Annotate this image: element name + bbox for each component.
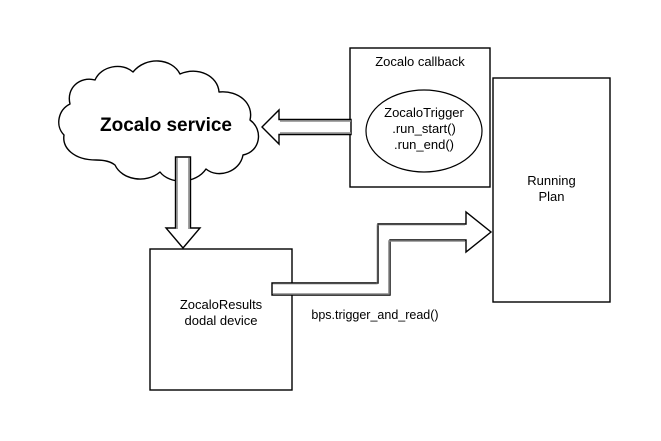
edge-results-to-plan[interactable] [271, 210, 493, 296]
node-running-plan-shape[interactable] [492, 77, 611, 303]
edge-callback-to-service[interactable] [261, 108, 352, 146]
node-zocalo-service-shape[interactable] [58, 60, 260, 182]
edge-service-to-results[interactable] [164, 156, 202, 250]
node-zocalo-results-shape[interactable] [149, 248, 293, 391]
node-zocalo-trigger-shape[interactable] [365, 89, 483, 173]
